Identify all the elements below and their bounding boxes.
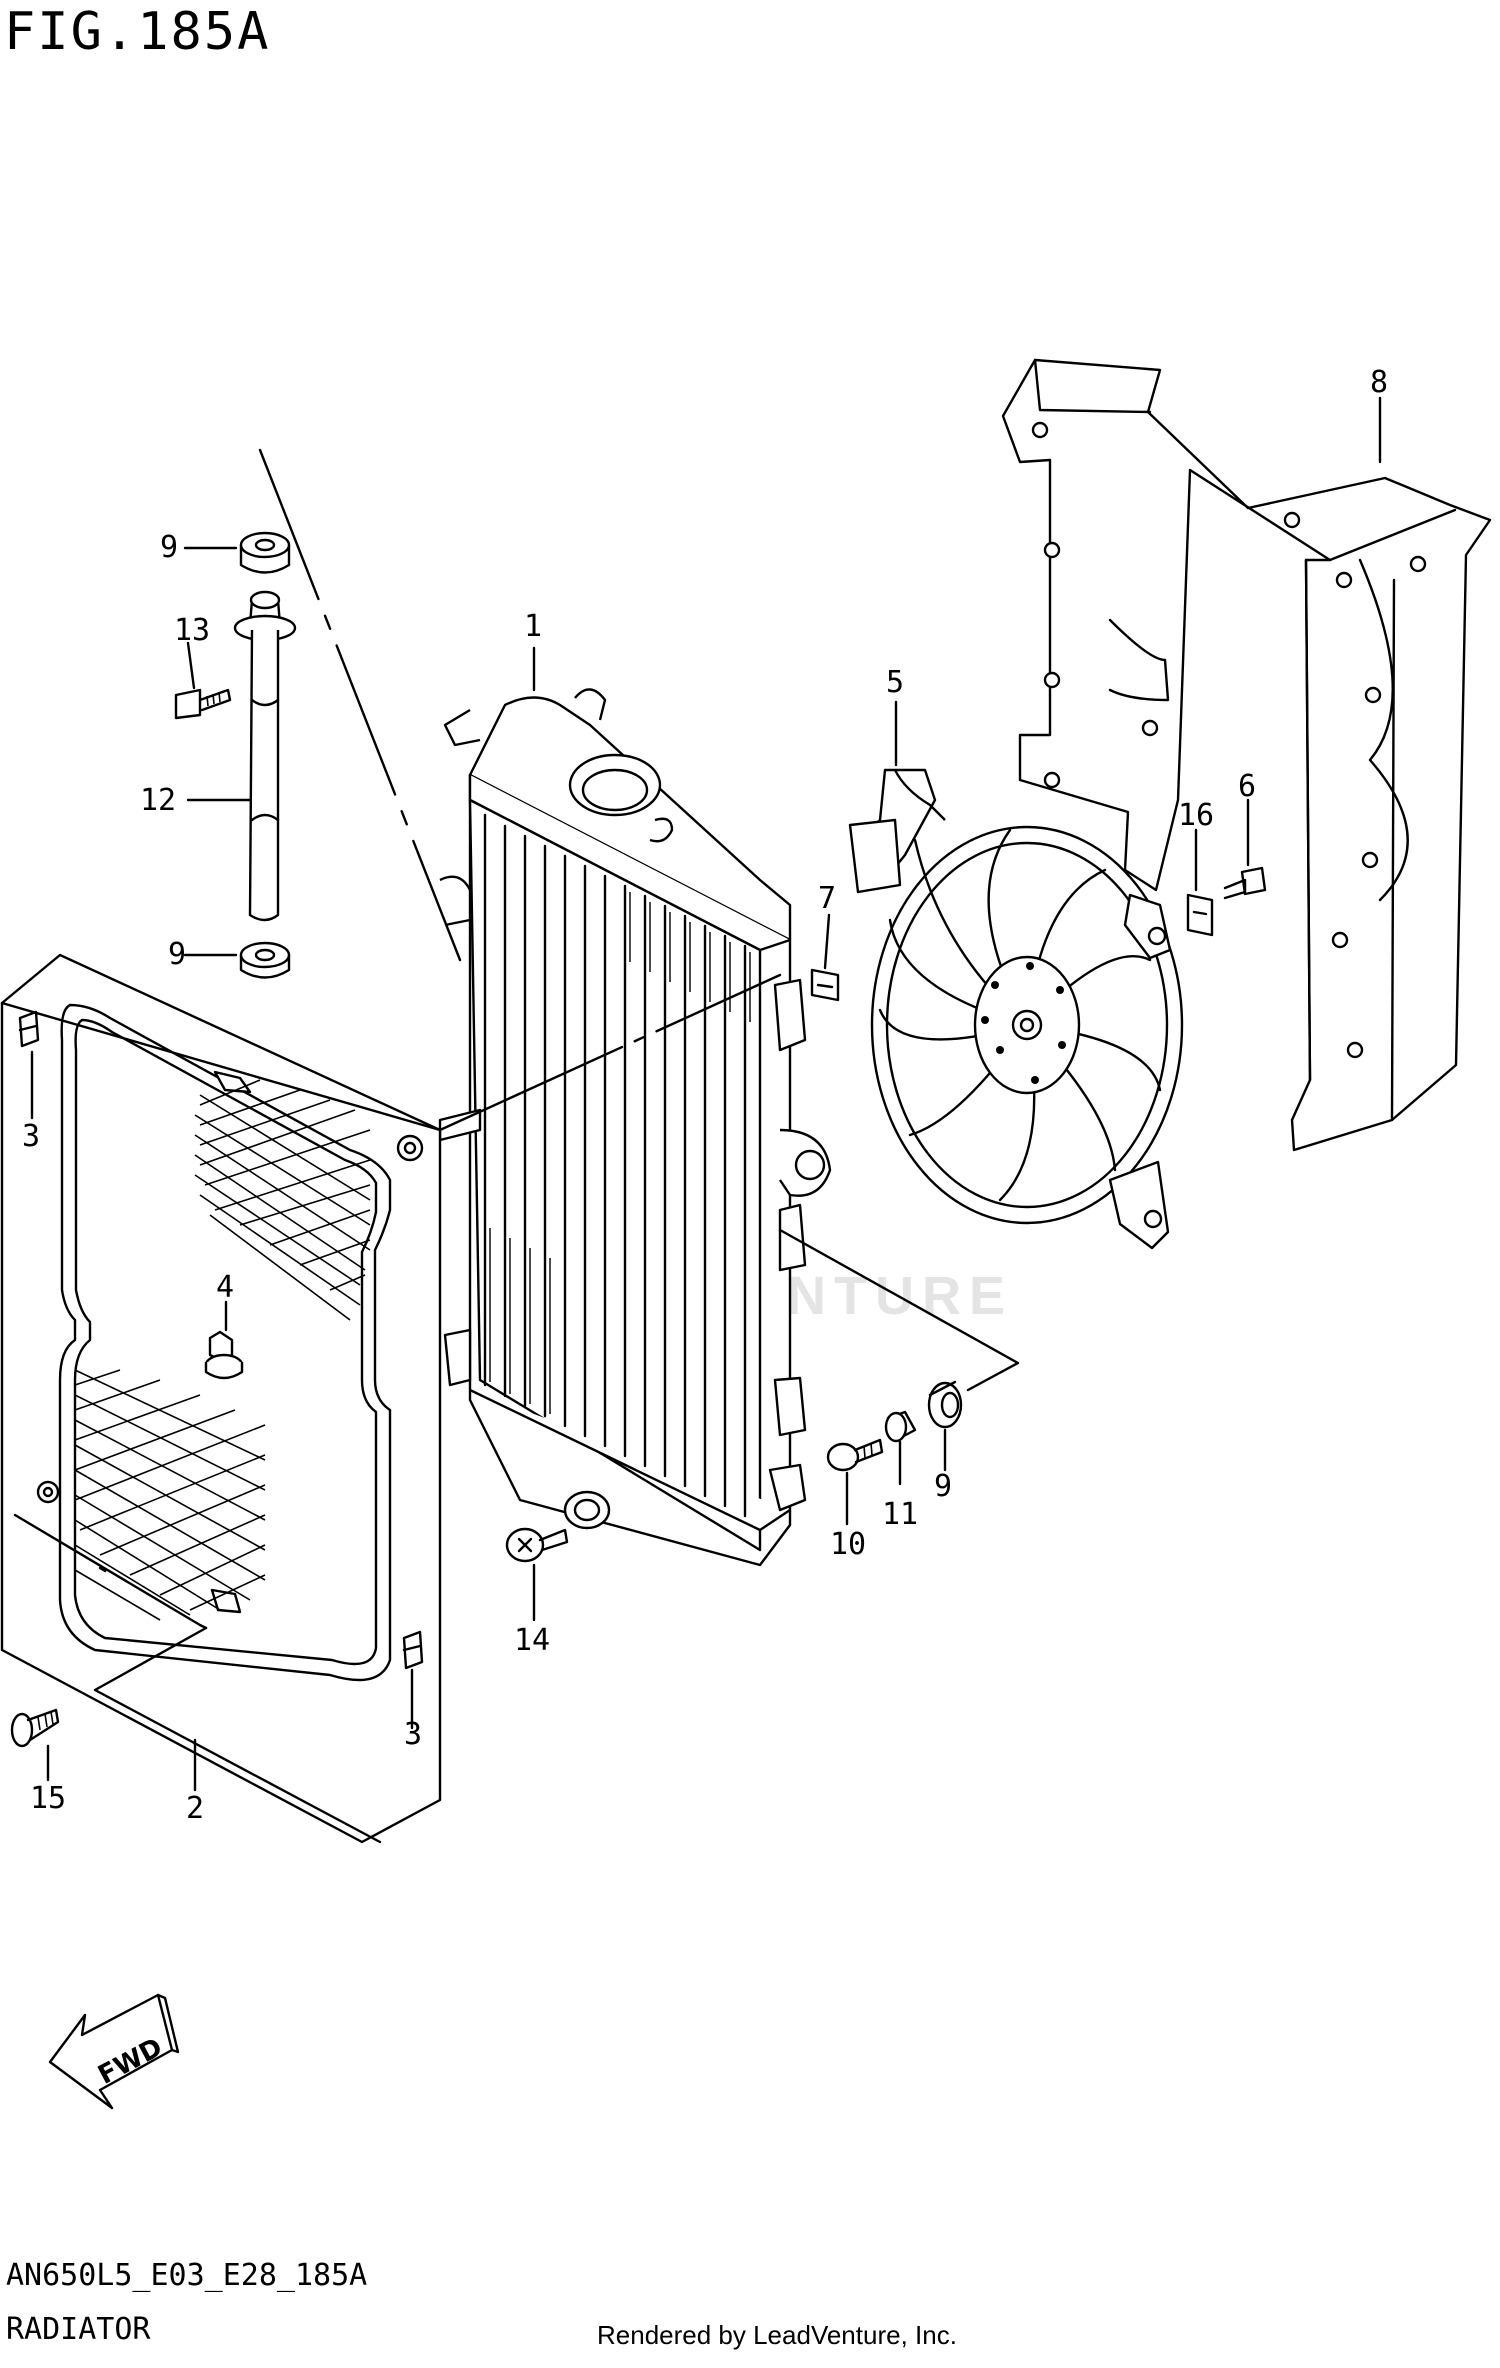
leader-lines bbox=[13, 396, 1382, 1844]
mount-pipe-part bbox=[233, 590, 297, 922]
callout-12: 12 bbox=[140, 783, 176, 818]
figure-code: AN650L5_E03_E28_185A bbox=[6, 2258, 368, 2293]
callout-10: 10 bbox=[830, 1527, 866, 1562]
callout-4: 4 bbox=[216, 1270, 234, 1305]
clip-bracket-part bbox=[1186, 893, 1214, 937]
radiator-part bbox=[438, 688, 832, 1567]
callout-14: 14 bbox=[514, 1623, 550, 1658]
fwd-arrow: FWD bbox=[48, 1993, 180, 2110]
callout-13: 13 bbox=[174, 613, 210, 648]
callout-5: 5 bbox=[886, 665, 904, 700]
callout-16: 16 bbox=[1178, 798, 1214, 833]
callout-9-top: 9 bbox=[160, 530, 178, 565]
cooling-fan-part bbox=[848, 768, 1184, 1250]
bolt-bracket-part bbox=[1223, 866, 1267, 900]
callout-9-fan: 9 bbox=[934, 1469, 952, 1504]
figure-title: FIG.185A bbox=[4, 2, 271, 62]
radiator-fins-top bbox=[624, 890, 751, 1022]
callout-6: 6 bbox=[1238, 769, 1256, 804]
guard-mesh-upper bbox=[194, 1079, 371, 1321]
callout-9-mid: 9 bbox=[168, 937, 186, 972]
callout-1: 1 bbox=[524, 609, 542, 644]
clip-lower-part bbox=[402, 1630, 424, 1670]
grommet-mid-part bbox=[239, 941, 291, 979]
guard-mesh-lower bbox=[74, 1369, 266, 1621]
callout-7: 7 bbox=[818, 881, 836, 916]
collar-part bbox=[884, 1410, 917, 1443]
grommet-stud-part bbox=[204, 1330, 244, 1380]
bolt-pipe-part bbox=[174, 688, 232, 720]
callout-11: 11 bbox=[882, 1497, 918, 1532]
drain-bolt-part bbox=[505, 1527, 569, 1563]
clip-upper-part bbox=[18, 1010, 40, 1048]
radiator-guard-part bbox=[0, 953, 442, 1844]
clip-nut-part bbox=[810, 968, 840, 1002]
callout-labels: 1 2 3 3 4 5 6 7 8 9 9 9 10 11 12 13 14 1… bbox=[22, 365, 1388, 1826]
screw-guard-part bbox=[10, 1708, 60, 1748]
bracket-part bbox=[1001, 358, 1492, 1152]
render-credit: Rendered by LeadVenture, Inc. bbox=[597, 2320, 957, 2350]
radiator-fins-bottom bbox=[484, 1225, 551, 1414]
grommet-fan-part bbox=[927, 1380, 963, 1429]
callout-8: 8 bbox=[1370, 365, 1388, 400]
callout-15: 15 bbox=[30, 1781, 66, 1816]
figure-name: RADIATOR bbox=[6, 2312, 151, 2347]
callout-3-lower: 3 bbox=[404, 1717, 422, 1752]
callout-2: 2 bbox=[186, 1791, 204, 1826]
grommet-top-part bbox=[239, 531, 291, 574]
callout-3-upper: 3 bbox=[22, 1119, 40, 1154]
bolt-fan-part bbox=[826, 1438, 884, 1472]
